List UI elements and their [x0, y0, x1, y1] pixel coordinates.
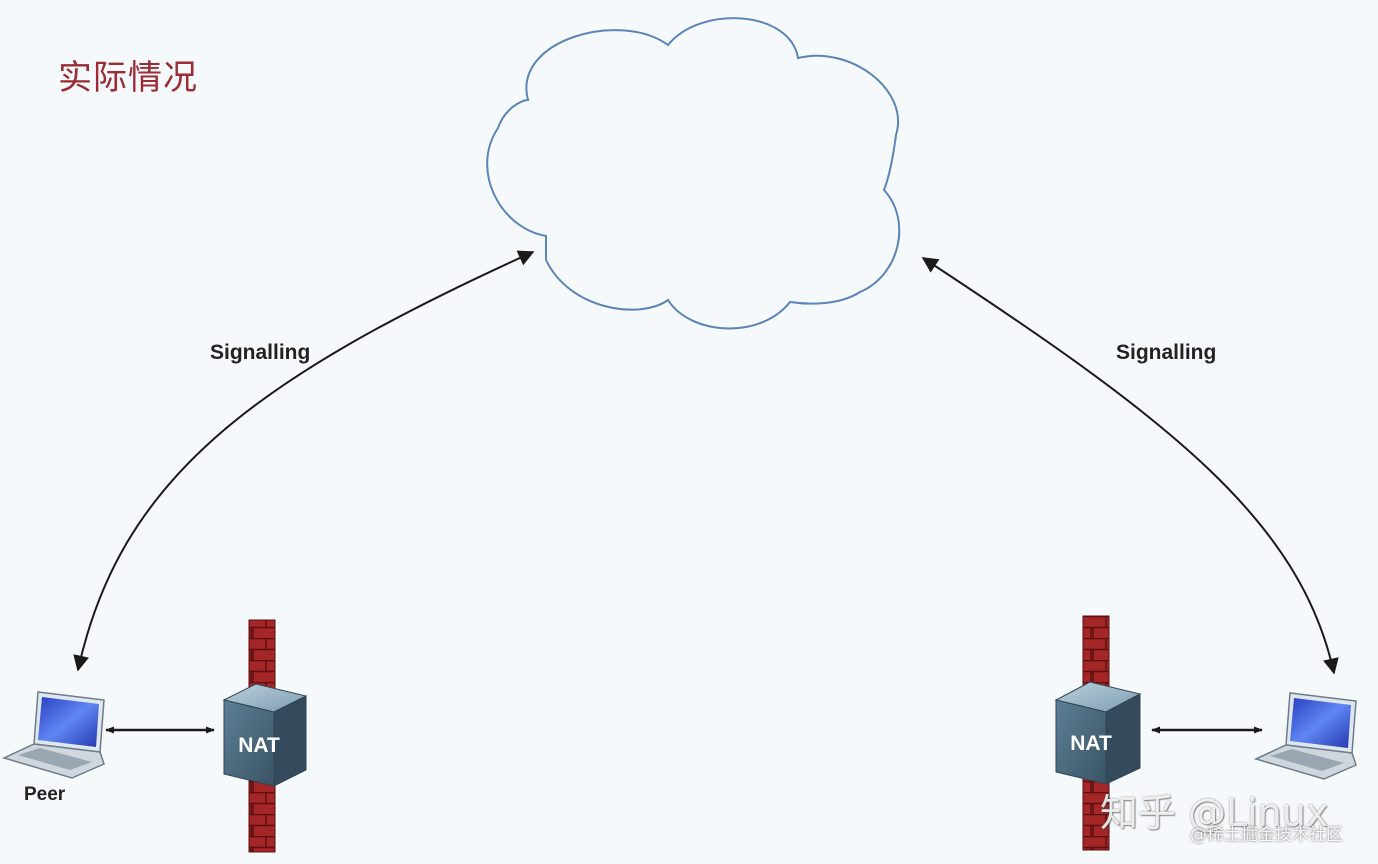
page-title: 实际情况	[58, 58, 198, 98]
left-signalling-label: Signalling	[210, 341, 311, 364]
left-laptop-icon	[1, 691, 105, 779]
left-signalling-arrow	[73, 250, 535, 672]
right-nat-label: NAT	[1070, 732, 1112, 755]
watermark-main: 知乎 @Linux	[1100, 791, 1329, 835]
left-nat-label: NAT	[238, 734, 280, 757]
peer-label: Peer	[24, 784, 66, 805]
right-signalling-arrow	[921, 257, 1339, 675]
cloud-icon	[486, 17, 901, 330]
right-laptop-icon	[1253, 692, 1357, 780]
right-nat-router-icon	[1054, 681, 1142, 785]
left-nat-router-icon	[222, 683, 308, 787]
watermark-sub: @稀土掘金技术社区	[1190, 825, 1343, 845]
right-signalling-label: Signalling	[1116, 341, 1217, 364]
